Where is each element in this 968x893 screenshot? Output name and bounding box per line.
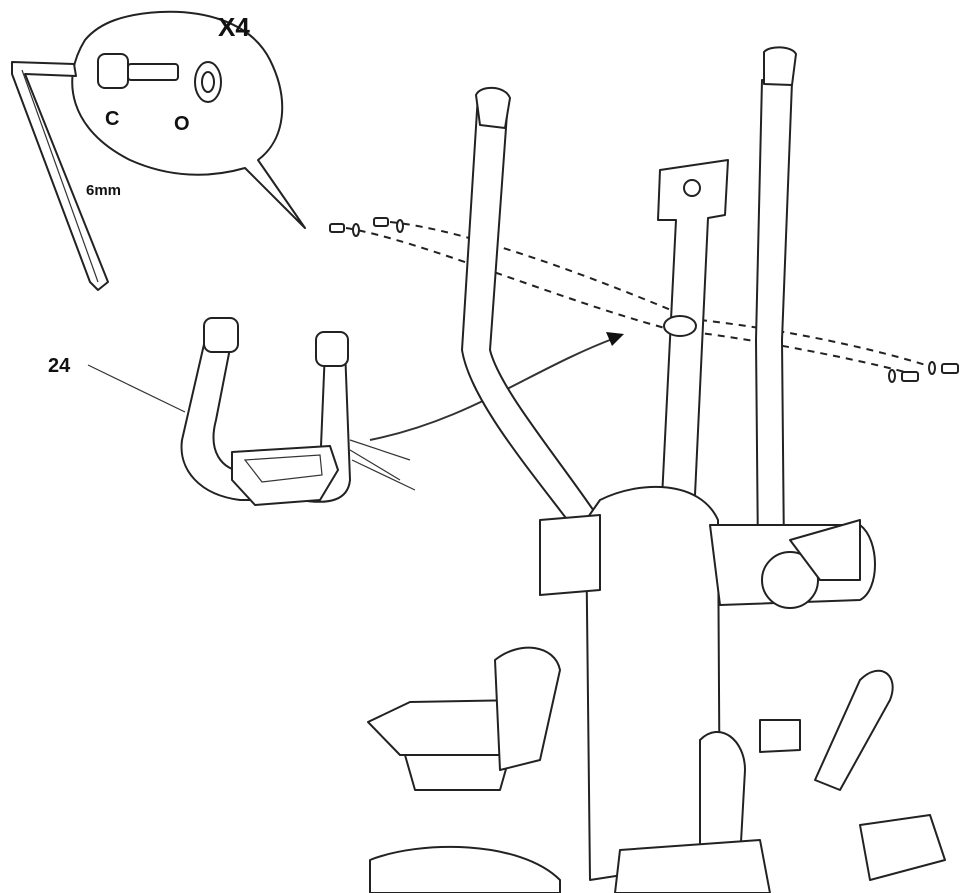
- guide-line: [345, 227, 666, 329]
- bolt-icon: [888, 361, 959, 383]
- guide-line: [691, 331, 906, 373]
- lower-assembly: [369, 669, 946, 893]
- washer-icon: [194, 61, 222, 103]
- allen-wrench-icon: [11, 61, 109, 291]
- left-arm: [461, 86, 601, 531]
- console-mast: [657, 159, 729, 499]
- bolt-label: C: [105, 108, 119, 130]
- tool-size-label: 6mm: [86, 182, 121, 199]
- bolt-icon: [329, 217, 404, 237]
- handlebar-assembly: [180, 317, 416, 506]
- bolt-icon: [97, 53, 179, 89]
- quantity-label: X4: [218, 12, 250, 42]
- guide-line: [389, 221, 691, 319]
- main-frame: [539, 485, 876, 881]
- part-number-label: 24: [48, 355, 71, 377]
- guide-line: [699, 319, 936, 369]
- leader-line: [87, 364, 186, 413]
- washer-label: O: [174, 113, 190, 135]
- left-pedal: [367, 646, 561, 791]
- right-arm: [755, 46, 797, 557]
